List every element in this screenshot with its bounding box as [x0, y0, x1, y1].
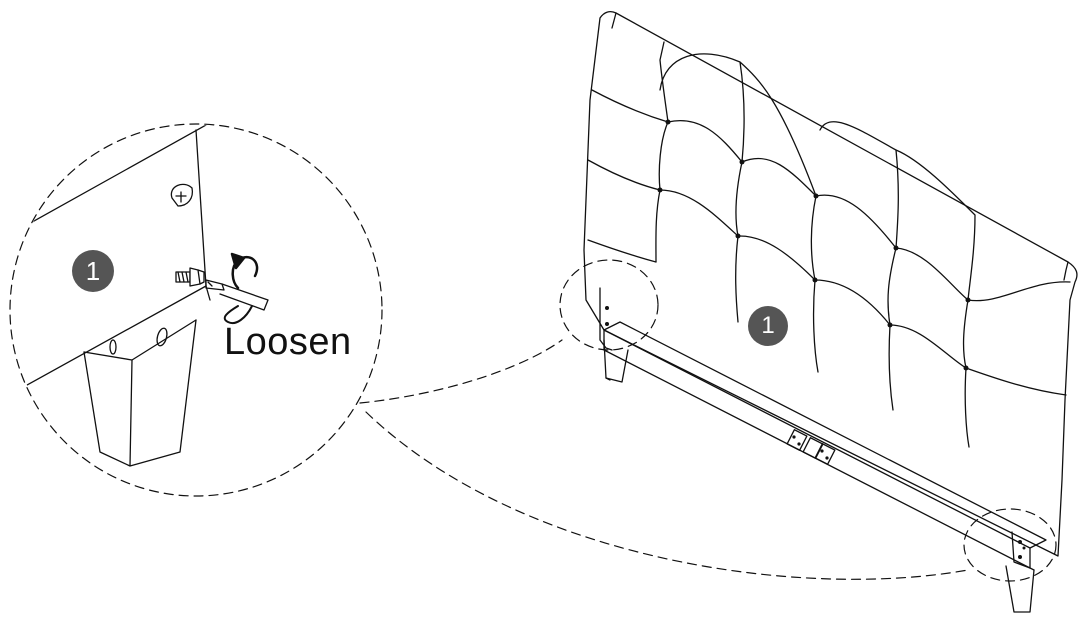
tuft-seam-col-1	[655, 121, 669, 263]
headboard	[583, 11, 1078, 557]
zoom-headboard-top	[11, 125, 216, 241]
keyhole-fitting	[170, 183, 194, 207]
screwdriver-icon	[205, 279, 269, 311]
headboard-outline	[583, 11, 1078, 557]
bolt-icon	[175, 267, 205, 287]
detail-circle-right-leg	[963, 508, 1057, 582]
tuft-seam-col-3	[810, 195, 819, 373]
leader-line-upper	[359, 339, 563, 404]
tuft-seam-col-5	[962, 299, 970, 448]
zoom-circle	[9, 123, 383, 497]
leader-line-lower	[365, 411, 969, 580]
tuft-seam-col-2	[735, 161, 743, 323]
tuft-buttons	[657, 119, 971, 371]
zoom-leg	[83, 319, 197, 467]
loosen-instruction-label: Loosen	[224, 321, 352, 363]
headboard-edge	[611, 12, 1069, 281]
counterclockwise-arrow-icon	[223, 252, 259, 324]
rail-top-face	[603, 321, 1047, 549]
zoom-detail	[11, 125, 216, 467]
part-number-badge-headboard: 1	[748, 306, 788, 346]
zoom-panel-edge	[195, 129, 207, 287]
detail-markers	[9, 123, 1057, 582]
tuft-seam-col-4	[887, 247, 897, 411]
part-number-badge-zoom: 1	[72, 250, 114, 292]
tuft-top-arcs	[659, 41, 976, 301]
right-leg	[1005, 531, 1035, 613]
cross-rail	[603, 321, 1047, 569]
zoom-leg-top	[83, 319, 197, 361]
tuft-seam-row-3	[587, 239, 657, 263]
detail-circle-left-leg	[559, 259, 659, 351]
left-leg	[599, 287, 629, 383]
zoom-rail-edge	[11, 285, 211, 401]
center-bracket	[786, 429, 836, 465]
